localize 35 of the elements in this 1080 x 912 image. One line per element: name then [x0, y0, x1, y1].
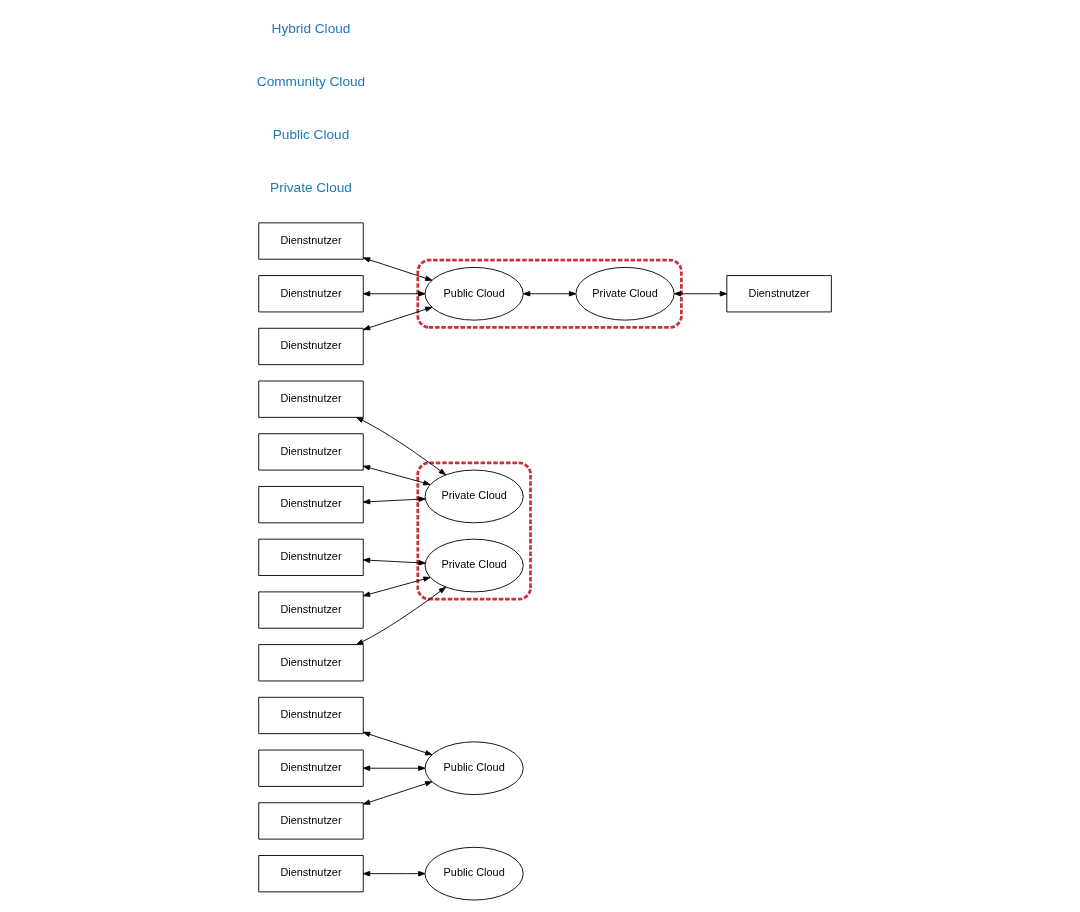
node-box: Dienstnutzer: [257, 644, 364, 682]
arrow: [362, 465, 431, 486]
arrow: [362, 257, 432, 281]
arrow: [362, 496, 426, 505]
node-ellipse: Private Cloud: [575, 266, 675, 321]
arrow: [362, 765, 425, 771]
node-box: Dienstnutzer: [257, 275, 364, 313]
arrow: [362, 557, 426, 566]
arrow: [362, 576, 431, 597]
node-ellipse: Public Cloud: [424, 846, 524, 901]
arrow: [522, 291, 576, 297]
arrow: [362, 291, 425, 297]
node-box: Dienstnutzer: [257, 855, 364, 893]
node-box: Dienstnutzer: [257, 802, 364, 840]
node-box: Dienstnutzer: [257, 749, 364, 787]
node-box: Dienstnutzer: [257, 433, 364, 471]
arrow: [362, 731, 432, 756]
arrow: [362, 781, 432, 805]
arrow: [673, 291, 727, 297]
label: Private Cloud: [269, 179, 352, 195]
label: Hybrid Cloud: [271, 21, 350, 37]
label: Community Cloud: [256, 74, 365, 90]
node-box: Dienstnutzer: [257, 380, 364, 418]
node-box: Dienstnutzer: [725, 275, 832, 313]
arrow: [355, 417, 446, 476]
arrow: [362, 306, 432, 331]
node-box: Dienstnutzer: [257, 222, 364, 260]
node-box: Dienstnutzer: [257, 538, 364, 576]
node-box: Dienstnutzer: [257, 696, 364, 735]
node-box: Dienstnutzer: [257, 591, 364, 629]
arrow: [362, 871, 425, 877]
arrow: [355, 586, 446, 645]
node-box: Dienstnutzer: [257, 327, 364, 366]
node-box: Dienstnutzer: [257, 486, 364, 524]
label: Public Cloud: [272, 126, 349, 142]
